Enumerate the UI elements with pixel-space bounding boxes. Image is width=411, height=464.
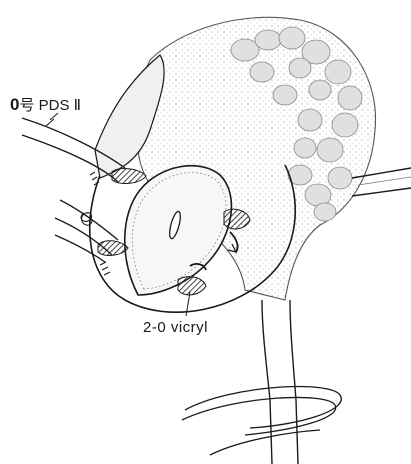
edge-ticks: [90, 172, 110, 275]
vertical-tube: [262, 300, 298, 464]
upper-suture-label: 0号 PDS Ⅱ: [10, 94, 81, 115]
upper-suture-text: 号 PDS Ⅱ: [19, 97, 81, 114]
teardrop-specimen: [125, 166, 232, 295]
lower-suture-label: 2-0 vicryl: [143, 319, 208, 336]
suture-loops: [182, 387, 341, 455]
